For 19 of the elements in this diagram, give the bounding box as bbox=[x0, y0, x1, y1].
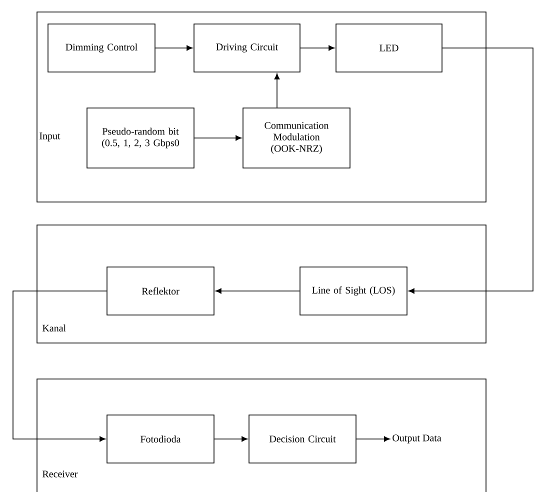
arrow bbox=[194, 135, 242, 141]
arrow bbox=[12, 290, 107, 442]
arrow bbox=[274, 73, 280, 108]
arrow bbox=[408, 48, 534, 294]
process-box: Line of Sight (LOS) bbox=[300, 266, 408, 316]
process-box: Decision Circuit bbox=[248, 414, 356, 464]
arrow bbox=[356, 436, 390, 442]
output-label: Output Data bbox=[392, 434, 442, 444]
process-box: Reflektor bbox=[106, 266, 214, 316]
process-box: Communication Modulation (OOK-NRZ) bbox=[242, 108, 350, 168]
process-box: Pseudo-random bit (0.5, 1, 2, 3 Gbps0 bbox=[86, 108, 194, 168]
arrow bbox=[215, 288, 300, 294]
process-box: Dimming Control bbox=[48, 24, 156, 72]
process-box: Fotodioda bbox=[106, 414, 214, 464]
process-box: Driving Circuit bbox=[194, 24, 300, 72]
arrow bbox=[155, 45, 193, 51]
arrow bbox=[300, 45, 335, 51]
process-box: LED bbox=[336, 24, 442, 72]
arrow bbox=[214, 436, 248, 442]
